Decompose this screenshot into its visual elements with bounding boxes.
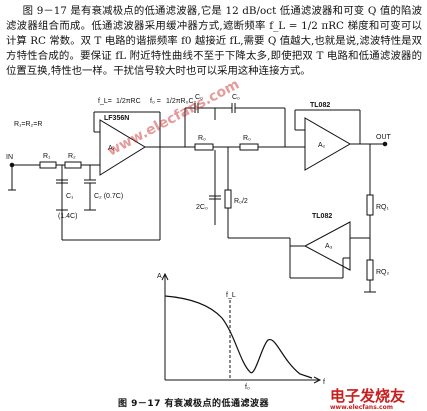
c2-label: C₂ (0.7C): [94, 193, 123, 200]
r-equal-label: R₁=R₂=R: [14, 121, 42, 128]
op2-name: TL082: [310, 102, 330, 109]
in-label: IN: [6, 154, 13, 161]
graph-x-label: f: [323, 379, 325, 386]
response-curve: [164, 295, 313, 379]
r0b-label: R₀: [243, 135, 251, 142]
graph-y-label: A: [157, 273, 162, 280]
op3-label: A₃: [325, 243, 333, 250]
r1-label: R₁: [43, 153, 51, 160]
fl-fraction: 1/2πRC: [116, 98, 141, 105]
out-label: OUT: [376, 134, 392, 141]
r0a-label: R₀: [198, 135, 206, 142]
rq2-label: RQ₂: [376, 269, 390, 276]
c1-value: (1.4C): [58, 213, 77, 220]
paragraph-text: 图 9－17 是有衰减极点的低通滤波器,它是 12 dB/oct 低通滤波器和可…: [6, 5, 422, 77]
c1-label: C₁: [66, 193, 74, 200]
2c0-label: 2C₀: [196, 204, 208, 211]
rq1-label: RQ₁: [376, 204, 390, 211]
f0-formula: f₀ =: [150, 98, 161, 105]
op3-name: TL082: [312, 213, 332, 220]
f0-fraction: 1/2πR₀C₀: [166, 98, 197, 105]
op1-label: A₁: [108, 145, 116, 152]
fl-formula: f_L=: [98, 98, 112, 105]
graph-f0-label: f₀: [245, 384, 250, 391]
op2-label: A₂: [318, 142, 326, 149]
c0b-label: C₀: [232, 94, 240, 101]
watermark-logo: 电子发烧友 www.elecfans.com: [330, 387, 406, 411]
r2-label: R₂: [68, 153, 76, 160]
op1-name: LF356N: [104, 115, 129, 122]
r0half-label: R₀/2: [234, 198, 248, 205]
watermark-logo-sub: www.elecfans.com: [330, 404, 393, 411]
figure-caption: 图 9－17 有衰减极点的低通滤波器: [118, 399, 270, 409]
graph-fl-label: f_L: [226, 292, 236, 299]
c0a-label: C₀: [195, 94, 203, 101]
description-paragraph: 图 9－17 是有衰减极点的低通滤波器,它是 12 dB/oct 低通滤波器和可…: [6, 4, 422, 79]
